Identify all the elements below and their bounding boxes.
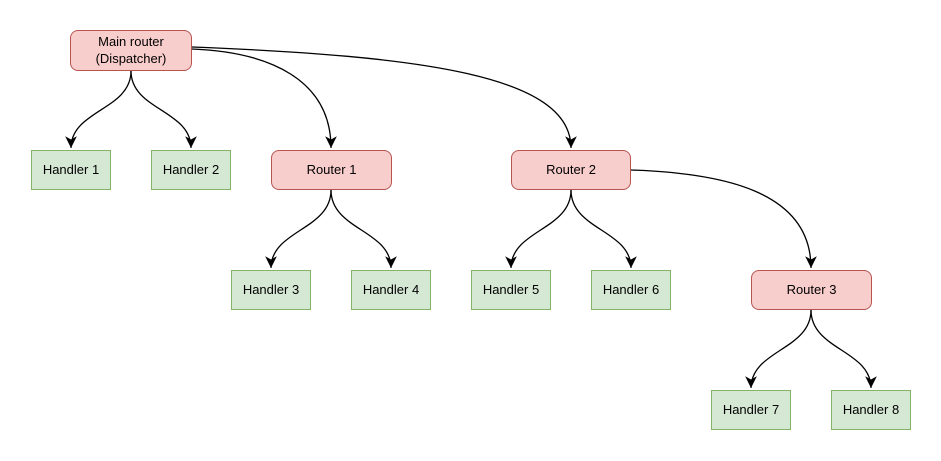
edge-router-3-to-handler-7 [745, 309, 812, 389]
edge-router-2-to-handler-6 [570, 189, 637, 269]
edge-main-router-to-handler-2 [130, 70, 197, 149]
edge-router-2-to-router-3 [630, 169, 817, 269]
node-main-router[interactable]: Main router (Dispatcher) [70, 30, 192, 71]
node-handler-6[interactable]: Handler 6 [591, 270, 671, 310]
edge-main-router-to-router-2 [191, 46, 577, 149]
node-router-3[interactable]: Router 3 [751, 270, 872, 310]
node-handler-2[interactable]: Handler 2 [151, 150, 231, 190]
node-handler-4[interactable]: Handler 4 [351, 270, 431, 310]
node-handler-7[interactable]: Handler 7 [711, 390, 791, 430]
node-handler-8[interactable]: Handler 8 [831, 390, 911, 430]
edge-main-router-to-handler-1 [65, 70, 132, 149]
edge-router-1-to-handler-4 [330, 189, 397, 269]
edge-router-3-to-handler-8 [810, 309, 877, 389]
edge-router-2-to-handler-5 [505, 189, 572, 269]
node-handler-1[interactable]: Handler 1 [31, 150, 111, 190]
edge-router-1-to-handler-3 [265, 189, 332, 269]
node-router-1[interactable]: Router 1 [271, 150, 392, 190]
node-handler-5[interactable]: Handler 5 [471, 270, 551, 310]
edge-main-router-to-router-1 [191, 48, 337, 149]
node-handler-3[interactable]: Handler 3 [231, 270, 311, 310]
node-router-2[interactable]: Router 2 [511, 150, 631, 190]
